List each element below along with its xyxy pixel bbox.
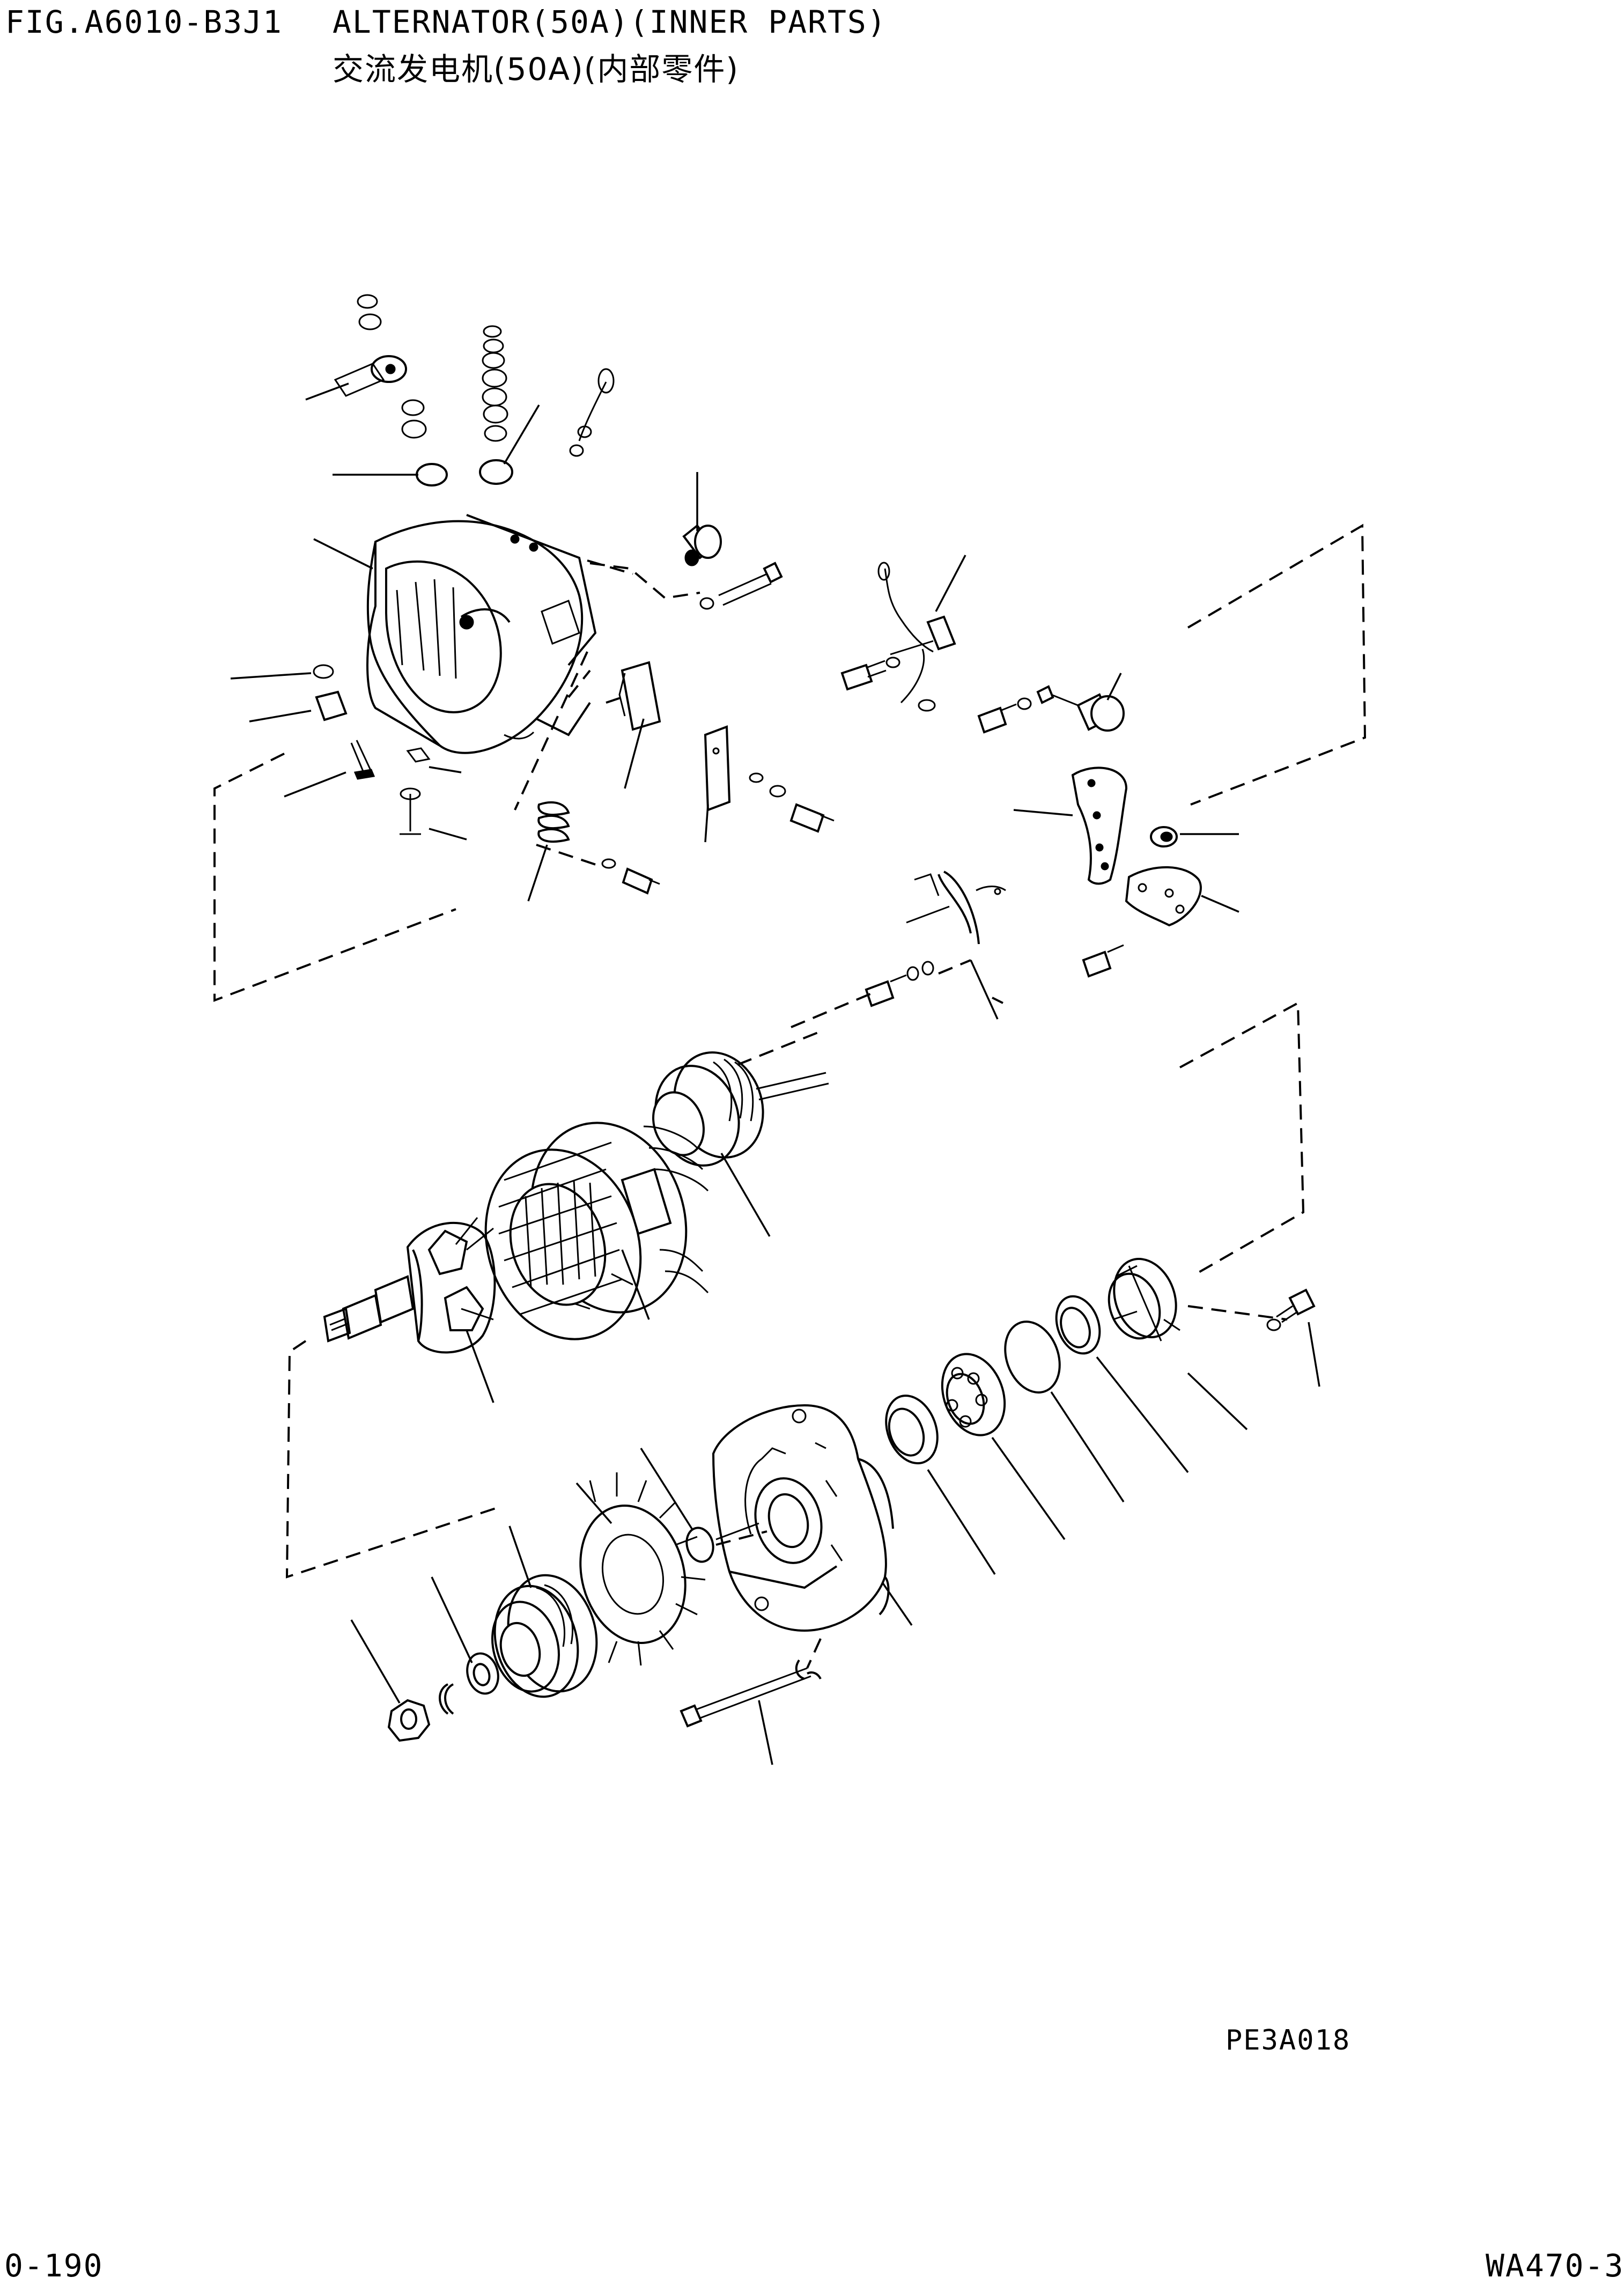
terminal-nut-stack <box>334 294 448 487</box>
rear-cover <box>1108 1258 1180 1341</box>
lock-washer <box>439 1683 454 1715</box>
rotor <box>323 1217 496 1354</box>
front-bracket <box>712 1404 894 1632</box>
assembly-lines-front <box>715 1305 1288 1669</box>
cover-screw <box>1266 1288 1316 1331</box>
rear-housing-group <box>213 294 835 1002</box>
bearing-cover <box>885 1395 939 1464</box>
through-bolt-long <box>680 1659 822 1728</box>
illustration-code: PE3A018 <box>1226 2024 1351 2056</box>
o-ring <box>1004 1321 1061 1394</box>
title-english: ALTERNATOR(50A)(INNER PARTS) <box>333 4 887 40</box>
rear-bearing <box>941 1353 1006 1436</box>
diode-cap <box>1150 826 1178 847</box>
assembly-lines-rear <box>213 559 700 1002</box>
front-bracket-group <box>350 1258 1320 1765</box>
figure-number: FIG.A6010-B3J1 <box>5 4 283 40</box>
model-code: WA470-3 <box>1486 2247 1624 2284</box>
rear-housing <box>366 514 597 754</box>
diode-plate <box>1125 866 1202 927</box>
stator <box>484 1122 709 1340</box>
rectifier-plate <box>1071 766 1128 885</box>
field-coil <box>652 1051 829 1167</box>
assembly-lines-stator <box>285 1001 1305 1579</box>
leaders-rear <box>230 382 709 902</box>
condenser <box>1051 693 1125 732</box>
brush-holder <box>618 661 661 731</box>
title-chinese: 交流发电机(50A)(内部零件) <box>333 51 739 87</box>
through-bolt-short <box>699 562 783 610</box>
rectifier-screws <box>865 944 1124 1007</box>
spring-and-bolt <box>537 801 660 895</box>
rectifier-group <box>791 524 1367 1028</box>
housing-side-parts <box>313 664 431 835</box>
plate-screws <box>749 772 835 833</box>
terminal-strip <box>906 871 1006 945</box>
terminal-bolt-stack <box>479 325 513 485</box>
fan <box>579 1472 706 1666</box>
regulator-screw <box>840 657 900 691</box>
regulator-lead <box>877 562 956 712</box>
condenser-screw <box>977 685 1054 734</box>
pulley-washer <box>466 1652 499 1695</box>
assembly-lines-rectifier <box>791 524 1367 1028</box>
pulley <box>491 1574 598 1698</box>
page-number: 0-190 <box>4 2247 104 2284</box>
leaders-rectifier <box>935 555 1239 1020</box>
terminal-insulator <box>682 524 722 566</box>
leaders-front <box>350 1322 1320 1765</box>
stator-rotor-group <box>285 1001 1305 1579</box>
terminal-lead <box>569 368 615 457</box>
insulating-plate <box>704 725 731 812</box>
spacer <box>685 1522 759 1563</box>
bearing-retainer <box>1055 1295 1101 1355</box>
pulley-nut <box>387 1699 431 1742</box>
leaders-stator <box>466 1153 771 1403</box>
